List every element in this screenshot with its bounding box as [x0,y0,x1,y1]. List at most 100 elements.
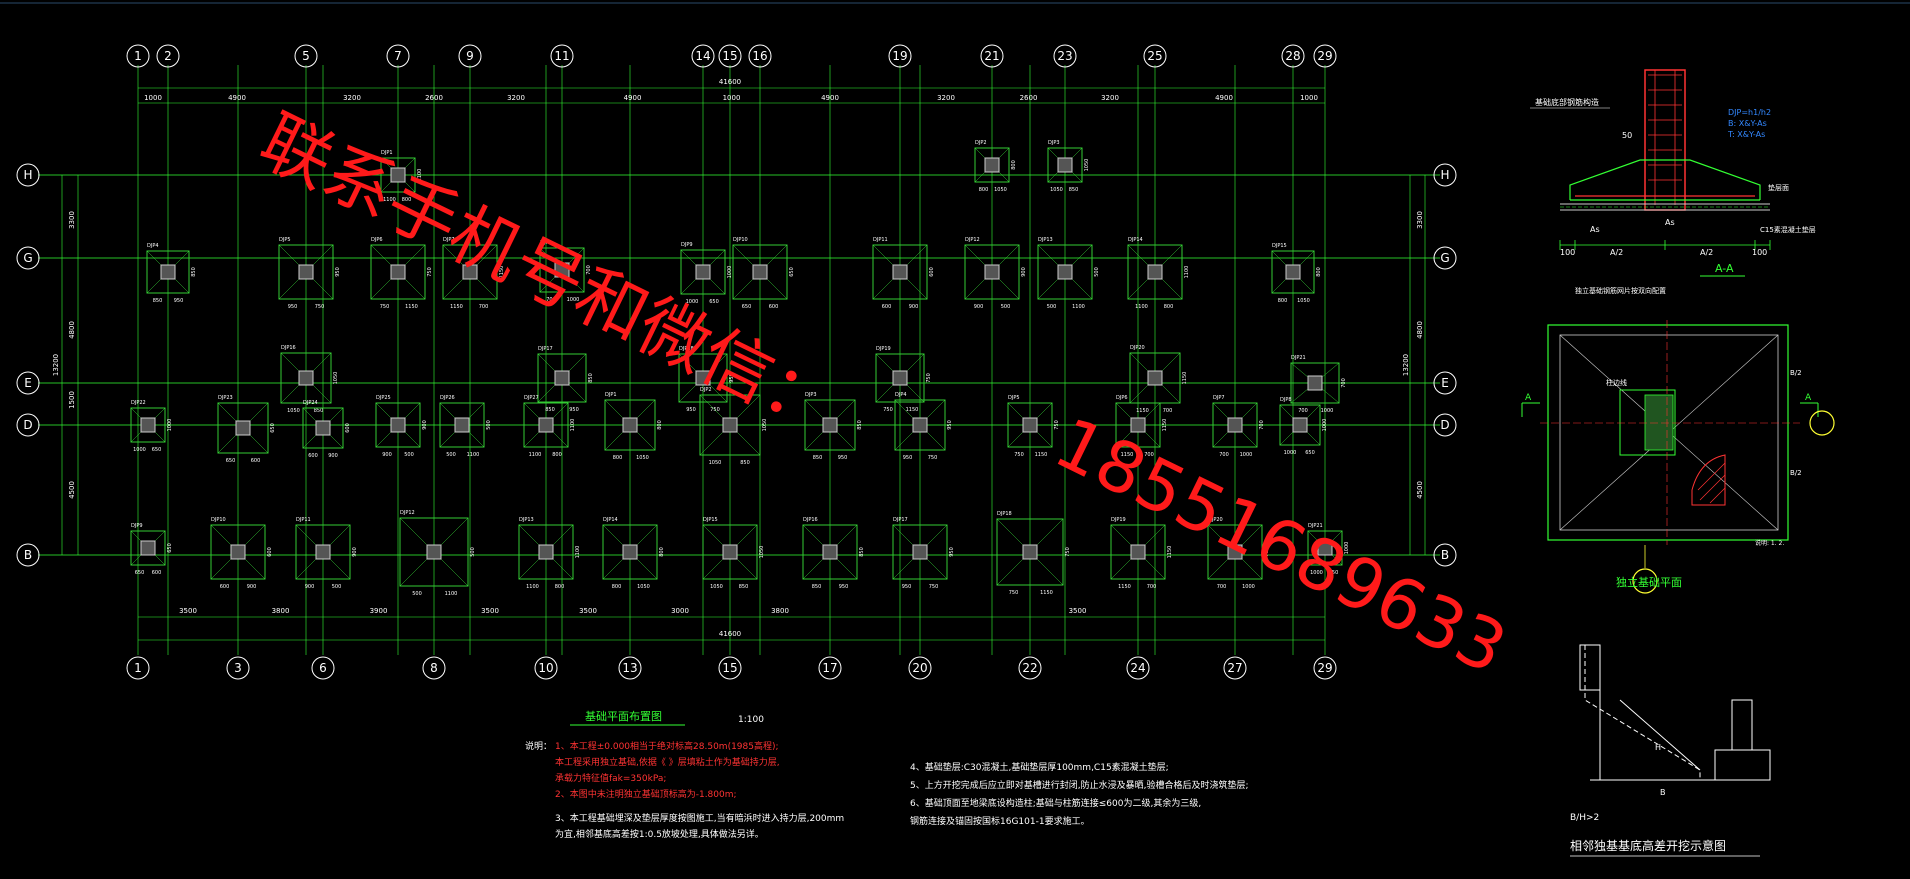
column-square [1022,417,1038,433]
footing-pad [146,250,190,294]
footing-dim: 1150 [450,304,463,310]
footing-dim: 1000 [1242,584,1255,590]
footing-dim: 950 [839,584,849,590]
column-square [822,544,838,560]
footing-dim: 1000 [1284,450,1297,456]
footing-tag: DJP26 [440,395,455,401]
detail-label-50: 50 [1622,131,1632,140]
axis-bubble-bottom-17 [818,656,842,680]
footing-dim: 1150 [405,304,418,310]
detail-plan-title: 独立基础平面 [1616,575,1682,589]
footing-dim: 800 [613,455,623,461]
detail-label-100b: 100 [1752,248,1767,257]
footing-dim: 800 [1164,304,1174,310]
detail-label-b2b: B/2 [1790,469,1802,477]
column-square [892,264,908,280]
column-square [752,264,768,280]
column-square [1292,417,1308,433]
detail-label-b2a: B/2 [1790,369,1802,377]
detail-b-caption: 相邻独基基底高差开挖示意图 [1570,838,1726,853]
footing-tag: DJP22 [131,400,146,406]
column-square [722,417,738,433]
column-square [538,417,554,433]
column-square [1147,264,1163,280]
footing-dim: 1050 [710,584,723,590]
top-total-text: 41600 [719,78,741,86]
axis-bubble-bottom-15 [718,656,742,680]
footing-dim: 1000 [1344,542,1350,555]
top-dim-4: 3200 [507,94,525,102]
column-square [454,417,470,433]
right-dim-3: 4500 [1416,481,1424,499]
footing-pad [518,524,574,580]
footing-dim: 700 [479,304,489,310]
footing-tag: DJP10 [733,237,748,243]
axis-bubble-bottom-27 [1223,656,1247,680]
column-square [235,420,251,436]
axis-label-top-15: 15 [722,49,737,63]
column-square [1285,264,1301,280]
footing-dim: 1050 [1297,298,1310,304]
footing-dim: 700 [586,265,592,275]
footing-pad [1127,244,1183,300]
top-dim-3: 2600 [425,94,443,102]
section-a-a-detail: 基础底部钢筋构造 DJP=h1/h2 B: X&Y-As T: X&Y-As 5… [1530,69,1816,295]
footing-tag: DJP11 [873,237,888,243]
footing-section-outline [1569,159,1761,200]
top-dim-0: 1000 [144,94,162,102]
footing-dim: 950 [335,267,341,277]
footing-dim: 750 [929,584,939,590]
footing-tag: DJP8 [540,240,552,246]
footing-dim: 500 [1001,304,1011,310]
column-square [298,264,314,280]
footing-dim: 600 [308,453,318,459]
column-square [912,417,928,433]
footing-tag: DJP5 [279,237,291,243]
axis-label-left-D: D [23,418,32,432]
footing-pad [964,244,1020,300]
footing-tag: DJP12 [400,510,415,516]
column-square [554,370,570,386]
top-dim-10: 3200 [1101,94,1119,102]
footing-dim: 850 [857,420,863,430]
footing-dim: 700 [1147,584,1157,590]
footing-pad [130,530,166,566]
footing-dim: 750 [883,407,893,413]
note-red-3: 承载力特征值fak=350kPa; [555,772,666,784]
footing-dim: 950 [174,298,184,304]
footing-dim: 650 [1329,570,1339,576]
axis-bubble-top-14 [691,44,715,68]
column-square [390,417,406,433]
column-square [984,157,1000,173]
column-square [538,544,554,560]
footing-dim: 1000 [1240,452,1253,458]
detail-label-100a: 100 [1560,248,1575,257]
plan-title: 基础平面布置图 [585,710,662,723]
axis-bubble-top-9 [458,44,482,68]
footing-tag: DJP15 [1272,243,1287,249]
note-right-2: 5、上方开挖完成后应立即对基槽进行封闭,防止水浸及暴晒,验槽合格后及时浇筑垫层; [910,779,1248,791]
axis-bubble-bottom-24 [1126,656,1150,680]
footing-dim: 1050 [762,419,768,432]
footing-pad [1271,250,1315,294]
footing-dim: 800 [612,584,622,590]
left-dim-0: 3300 [68,211,76,229]
top-dim-7: 4900 [821,94,839,102]
detail-b-h: H [1655,743,1661,752]
axis-label-left-B: B [24,548,32,562]
footing-dim: 850 [859,547,865,557]
footing-dim: 850 [740,460,750,466]
column-square [1227,544,1243,560]
column-square [1057,157,1073,173]
footing-dim: 950 [686,407,696,413]
footing-pad [1212,402,1258,448]
top-dim-6: 1000 [723,94,741,102]
axis-label-bottom-1: 1 [134,661,142,675]
